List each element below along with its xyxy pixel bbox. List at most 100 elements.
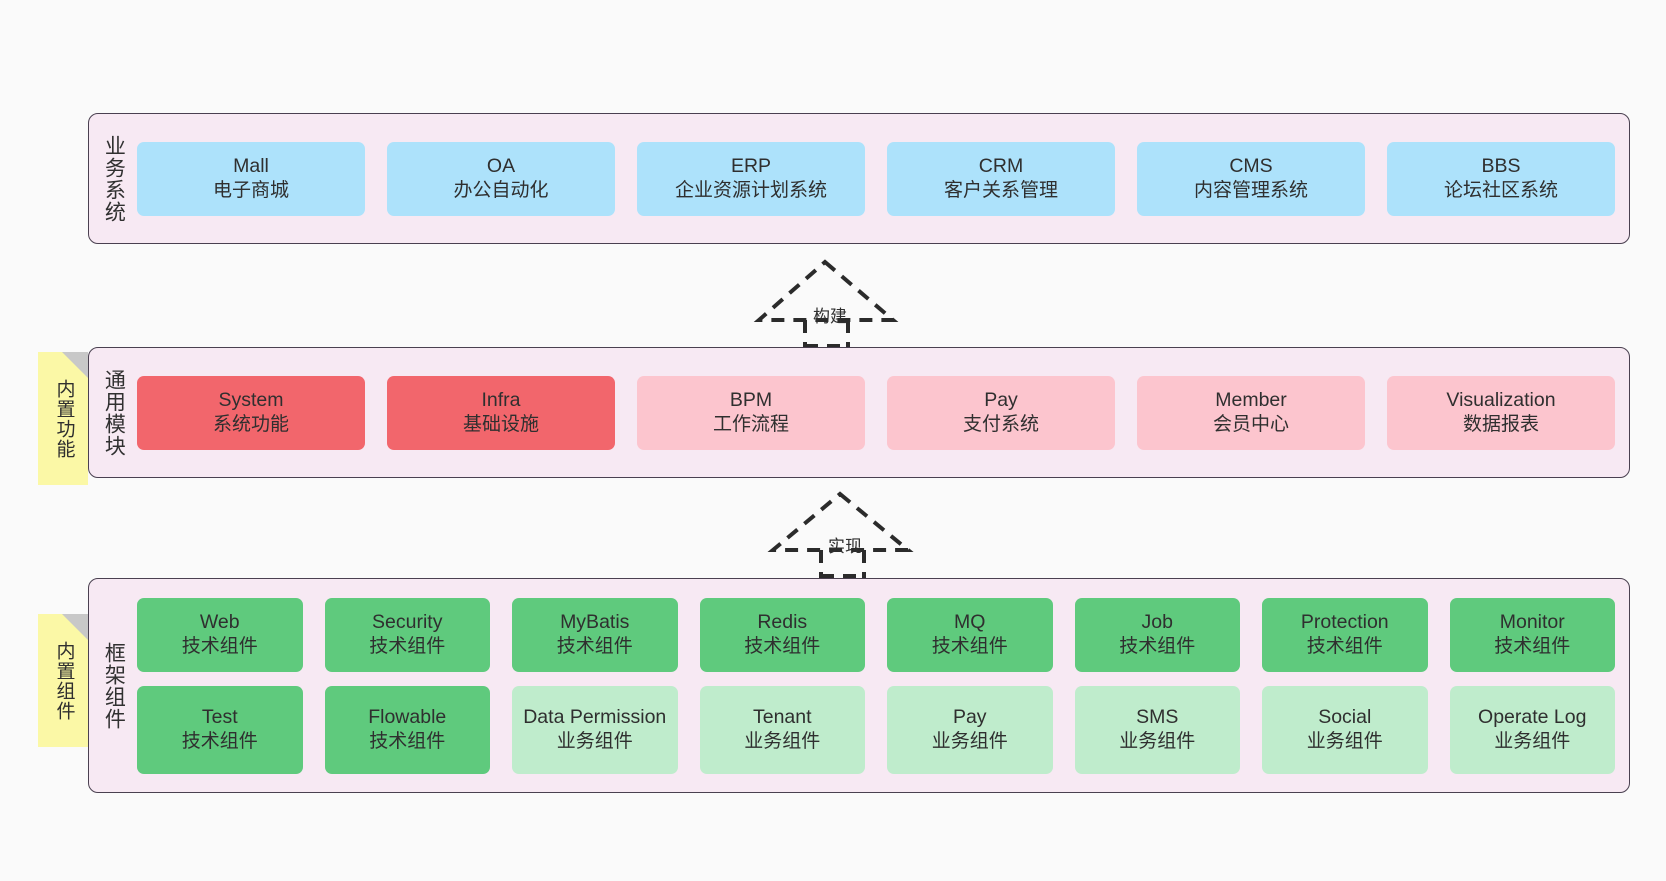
- card-monitor[interactable]: Monitor 技术组件: [1449, 597, 1615, 672]
- card-data-permission[interactable]: Data Permission 业务组件: [512, 685, 678, 774]
- card-title: Social: [1318, 706, 1372, 729]
- card-tenant[interactable]: Tenant 业务组件: [699, 685, 865, 774]
- card-subtitle: 支付系统: [962, 413, 1039, 435]
- card-title: Pay: [984, 389, 1018, 412]
- card-title: System: [218, 389, 284, 412]
- card-crm[interactable]: CRM 客户关系管理: [887, 141, 1115, 216]
- card-cms[interactable]: CMS 内容管理系统: [1137, 141, 1365, 216]
- card-subtitle: 业务组件: [1119, 730, 1196, 752]
- card-oa[interactable]: OA 办公自动化: [387, 141, 615, 216]
- card-row: Mall 电子商城 OA 办公自动化 ERP 企业资源计划系统 CRM 客户关系…: [137, 141, 1615, 216]
- card-redis[interactable]: Redis 技术组件: [699, 597, 865, 672]
- card-subtitle: 业务组件: [931, 730, 1008, 752]
- card-subtitle: 技术组件: [181, 635, 258, 657]
- card-mq[interactable]: MQ 技术组件: [887, 597, 1053, 672]
- card-row: Test 技术组件 Flowable 技术组件 Data Permission …: [137, 685, 1615, 774]
- card-job[interactable]: Job 技术组件: [1074, 597, 1240, 672]
- card-subtitle: 客户关系管理: [943, 179, 1058, 201]
- card-bbs[interactable]: BBS 论坛社区系统: [1387, 141, 1615, 216]
- card-infra[interactable]: Infra 基础设施: [387, 375, 615, 450]
- layer-framework-component: 框架组件 Web 技术组件 Security 技术组件 MyBatis 技术组件…: [88, 578, 1630, 793]
- connector-build: 构建: [753, 258, 905, 348]
- card-subtitle: 业务组件: [556, 730, 633, 752]
- card-title: CRM: [978, 155, 1024, 178]
- card-title: Monitor: [1499, 611, 1565, 634]
- note-fold-icon: [62, 352, 88, 378]
- card-pay[interactable]: Pay 支付系统: [887, 375, 1115, 450]
- card-subtitle: 业务组件: [1494, 730, 1571, 752]
- card-row: Web 技术组件 Security 技术组件 MyBatis 技术组件 Redi…: [137, 597, 1615, 672]
- card-test[interactable]: Test 技术组件: [137, 685, 303, 774]
- layer-common-module: 通用模块 System 系统功能 Infra 基础设施 BPM 工作流程 Pay…: [88, 347, 1630, 478]
- card-subtitle: 企业资源计划系统: [674, 179, 827, 201]
- card-subtitle: 业务组件: [1306, 730, 1383, 752]
- card-subtitle: 技术组件: [744, 635, 821, 657]
- card-title: OA: [486, 155, 516, 178]
- card-visualization[interactable]: Visualization 数据报表: [1387, 375, 1615, 450]
- card-title: Tenant: [752, 706, 812, 729]
- card-row: System 系统功能 Infra 基础设施 BPM 工作流程 Pay 支付系统…: [137, 375, 1615, 450]
- card-title: SMS: [1136, 706, 1179, 729]
- card-bpm[interactable]: BPM 工作流程: [637, 375, 865, 450]
- layer-title-business-system: 业务系统: [102, 134, 126, 223]
- card-flowable[interactable]: Flowable 技术组件: [324, 685, 490, 774]
- card-system[interactable]: System 系统功能: [137, 375, 365, 450]
- card-title: Data Permission: [523, 706, 667, 729]
- card-title: Redis: [757, 611, 808, 634]
- card-title: Security: [372, 611, 443, 634]
- card-title: BPM: [729, 389, 773, 412]
- card-protection[interactable]: Protection 技术组件: [1262, 597, 1428, 672]
- card-title: Test: [201, 706, 238, 729]
- note-builtin-function: 内置功能: [38, 352, 88, 485]
- card-title: Infra: [481, 389, 521, 412]
- card-title: Pay: [952, 706, 987, 729]
- layer-title-framework-component: 框架组件: [102, 641, 126, 730]
- card-title: Protection: [1300, 611, 1389, 634]
- card-title: MQ: [954, 611, 986, 634]
- card-subtitle: 技术组件: [1119, 635, 1196, 657]
- card-title: Job: [1141, 611, 1173, 634]
- card-subtitle: 技术组件: [931, 635, 1008, 657]
- card-subtitle: 技术组件: [1306, 635, 1383, 657]
- card-subtitle: 技术组件: [369, 730, 446, 752]
- connector-implement-label: 实现: [828, 537, 862, 556]
- card-social[interactable]: Social 业务组件: [1262, 685, 1428, 774]
- layer-business-system: 业务系统 Mall 电子商城 OA 办公自动化 ERP 企业资源计划系统 CRM…: [88, 113, 1630, 244]
- layer-body-business-system: Mall 电子商城 OA 办公自动化 ERP 企业资源计划系统 CRM 客户关系…: [137, 114, 1629, 243]
- card-subtitle: 技术组件: [1494, 635, 1571, 657]
- card-title: Operate Log: [1478, 706, 1587, 729]
- card-title: Member: [1215, 389, 1287, 412]
- card-subtitle: 技术组件: [369, 635, 446, 657]
- note-fold-icon: [62, 614, 88, 640]
- card-sms[interactable]: SMS 业务组件: [1074, 685, 1240, 774]
- card-erp[interactable]: ERP 企业资源计划系统: [637, 141, 865, 216]
- card-title: Flowable: [368, 706, 447, 729]
- card-title: Web: [199, 611, 240, 634]
- note-builtin-function-label: 内置功能: [53, 378, 75, 459]
- card-subtitle: 电子商城: [212, 179, 289, 201]
- card-member[interactable]: Member 会员中心: [1137, 375, 1365, 450]
- card-subtitle: 内容管理系统: [1193, 179, 1308, 201]
- card-subtitle: 基础设施: [462, 413, 539, 435]
- card-pay-business[interactable]: Pay 业务组件: [887, 685, 1053, 774]
- card-title: Mall: [233, 155, 269, 178]
- layer-body-common-module: System 系统功能 Infra 基础设施 BPM 工作流程 Pay 支付系统…: [137, 348, 1629, 477]
- card-operate-log[interactable]: Operate Log 业务组件: [1449, 685, 1615, 774]
- card-subtitle: 办公自动化: [453, 179, 549, 201]
- card-title: BBS: [1481, 155, 1521, 178]
- note-builtin-component: 内置组件: [38, 614, 88, 747]
- card-title: MyBatis: [560, 611, 630, 634]
- card-title: CMS: [1229, 155, 1273, 178]
- card-mybatis[interactable]: MyBatis 技术组件: [512, 597, 678, 672]
- card-subtitle: 技术组件: [556, 635, 633, 657]
- card-subtitle: 系统功能: [212, 413, 289, 435]
- card-mall[interactable]: Mall 电子商城: [137, 141, 365, 216]
- card-subtitle: 工作流程: [712, 413, 789, 435]
- card-title: Visualization: [1446, 389, 1556, 412]
- connector-build-label: 构建: [813, 307, 847, 326]
- connector-implement: 实现: [767, 490, 918, 578]
- card-security[interactable]: Security 技术组件: [324, 597, 490, 672]
- card-web[interactable]: Web 技术组件: [137, 597, 303, 672]
- card-subtitle: 技术组件: [181, 730, 258, 752]
